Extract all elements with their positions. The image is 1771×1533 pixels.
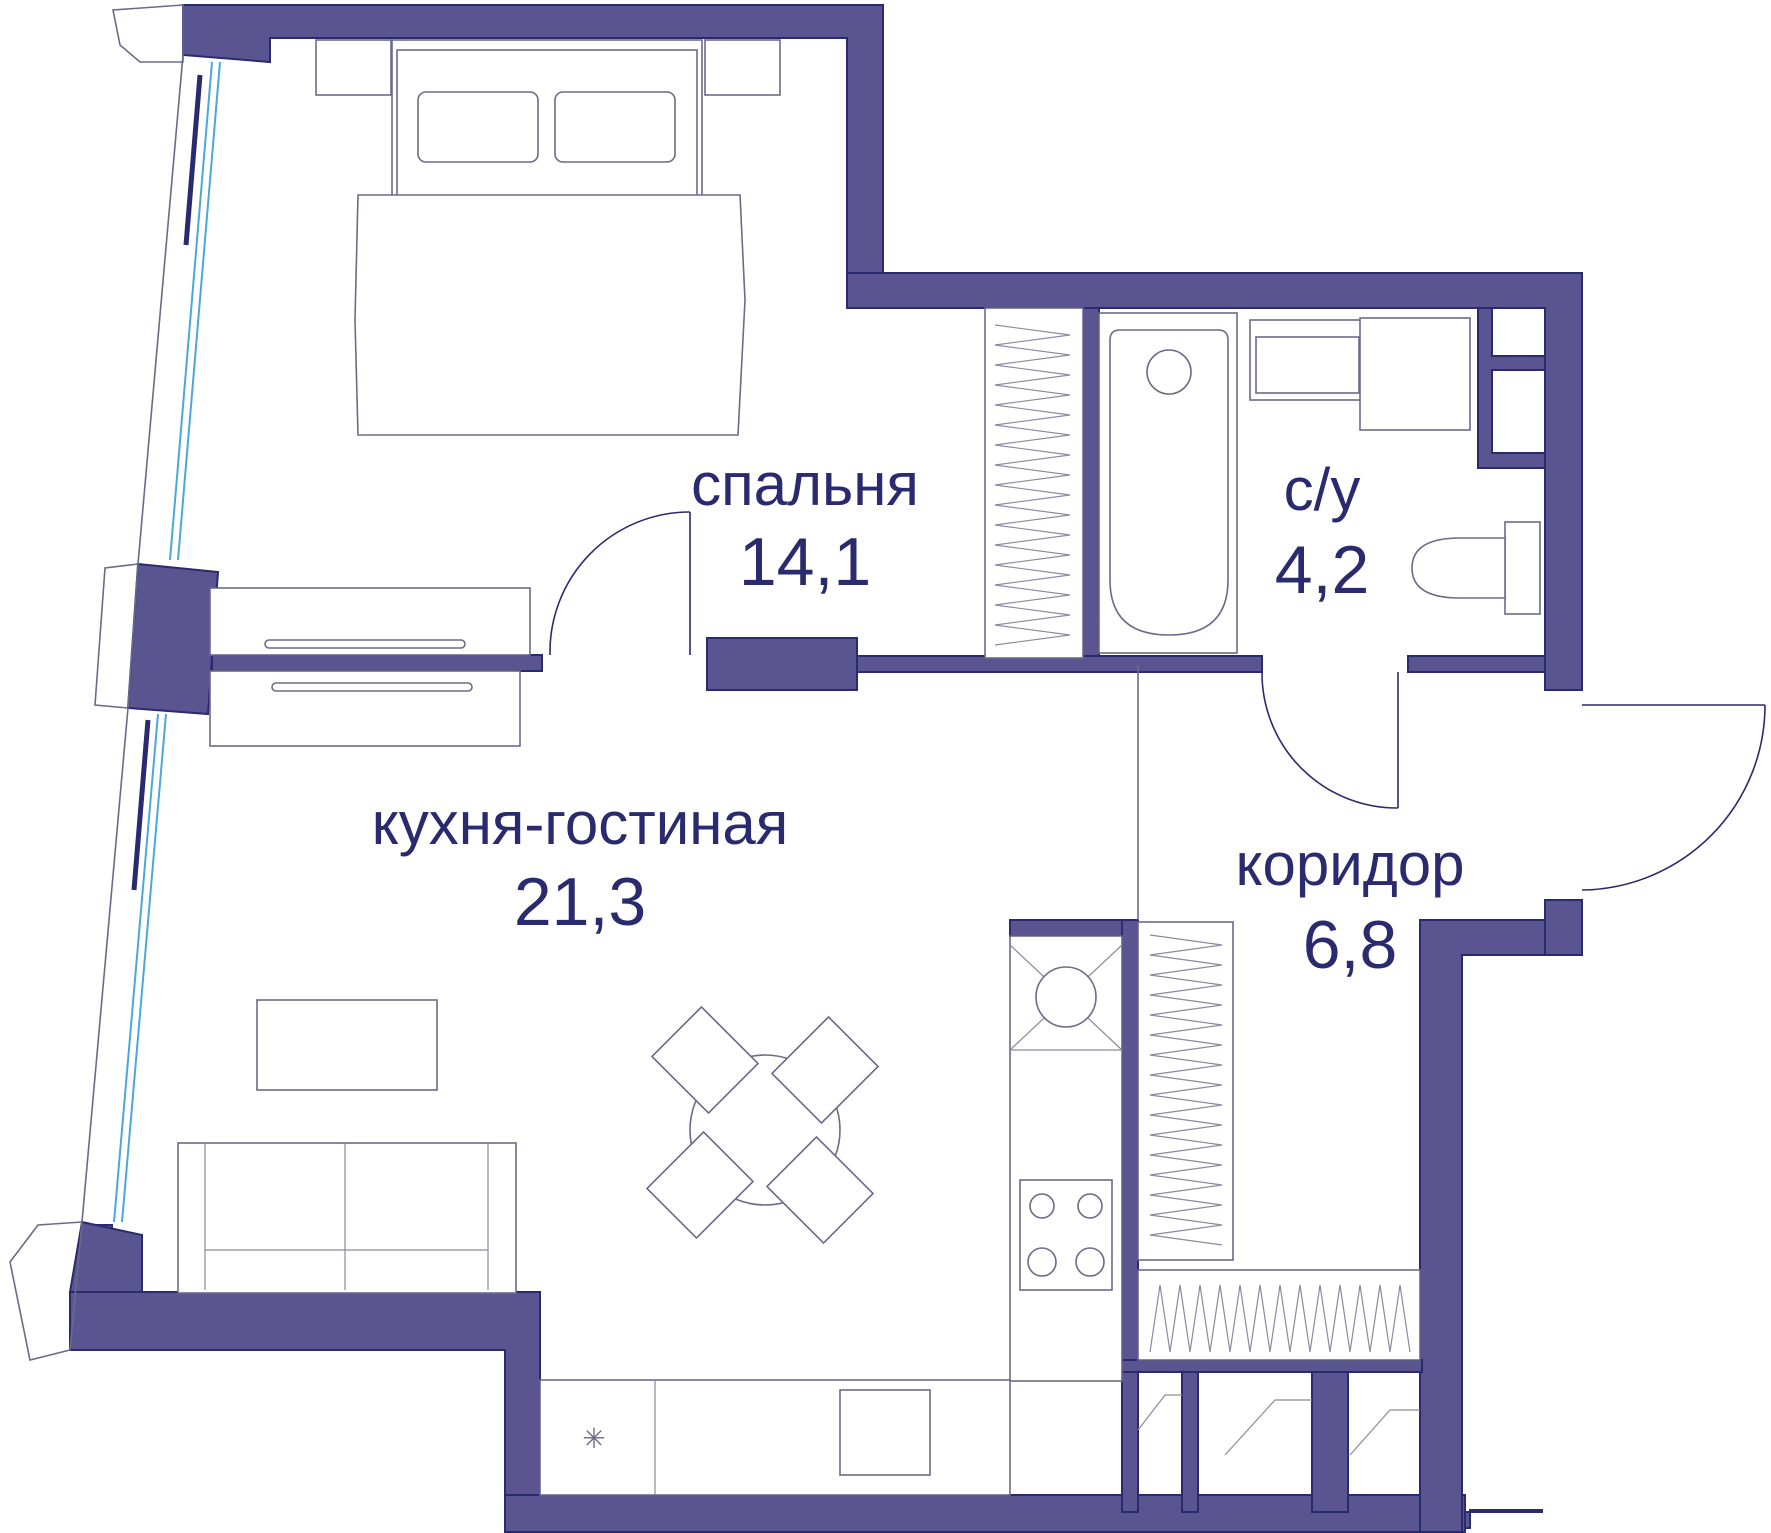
chair-2 (770, 1015, 880, 1125)
label-bedroom: спальня 14,1 (691, 451, 919, 600)
corridor-wardrobe (1137, 921, 1234, 1261)
room-area-bathroom: 4,2 (1275, 532, 1370, 608)
living-furniture: ✳ (177, 587, 1123, 1496)
room-name-bedroom: спальня (691, 451, 919, 518)
svg-text:✳: ✳ (582, 1422, 605, 1455)
entrance-door[interactable] (1581, 704, 1766, 891)
wall-column-center (706, 637, 858, 691)
nightstand-left (315, 39, 392, 96)
wall-bath-corridor (1407, 655, 1546, 673)
bedroom-door[interactable] (549, 511, 691, 656)
wall-kitchen-top-bar (1009, 919, 1123, 937)
pillow-left (417, 91, 539, 163)
chair-3 (645, 1130, 755, 1240)
wall-storage-div1 (1121, 1371, 1139, 1513)
label-corridor: коридор 6,8 (1236, 831, 1465, 983)
room-name-kitchen-living: кухня-гостиная (372, 790, 788, 857)
wall-top-bath (846, 272, 1583, 691)
kitchen-sink (839, 1389, 931, 1476)
nightstand-right (704, 39, 781, 96)
label-bathroom: с/у 4,2 (1275, 456, 1370, 608)
wall-right-corridor (1419, 919, 1583, 1533)
coffee-table (256, 999, 438, 1091)
wall-closet-bath (1082, 307, 1100, 659)
wall-door-jamb (1544, 899, 1583, 956)
windows (9, 4, 221, 1361)
window-bedroom (169, 61, 213, 561)
chair-4 (765, 1135, 875, 1245)
room-area-bedroom: 14,1 (739, 524, 871, 600)
wall-bath-niche (1477, 307, 1546, 469)
corridor-wardrobe-bottom (1137, 1269, 1421, 1361)
chair-1 (650, 1005, 760, 1115)
wall-bottom (69, 1291, 541, 1496)
bathtub-inner (1109, 329, 1229, 636)
toilet-tank (1504, 521, 1541, 615)
wall-column-left (126, 562, 220, 716)
corridor-furniture (1137, 665, 1766, 1456)
wall-bedroom-partition-left (211, 654, 543, 672)
toilet (1411, 537, 1506, 599)
extractor (1035, 966, 1097, 1028)
sofa (177, 1142, 517, 1294)
room-name-corridor: коридор (1236, 831, 1465, 898)
window-living (113, 713, 159, 1223)
bedroom-furniture (315, 39, 1084, 659)
bathroom-door[interactable] (1261, 671, 1399, 809)
wardrobe-hatch (994, 324, 1071, 646)
wall-kitchen-corridor (1121, 919, 1139, 1361)
wall-top-bedroom (182, 4, 884, 286)
pillow-right (554, 91, 676, 163)
room-name-bathroom: с/у (1284, 456, 1361, 523)
walls (68, 4, 1583, 1533)
wall-storage-top (1121, 1359, 1423, 1373)
kitchen-counter-bottom (539, 1379, 1011, 1496)
label-kitchen-living: кухня-гостиная 21,3 (372, 790, 788, 940)
wall-storage-div2 (1181, 1371, 1199, 1513)
wall-storage-div3 (1311, 1371, 1349, 1513)
wall-corner-bottom-left (68, 1220, 143, 1293)
room-area-kitchen-living: 21,3 (514, 864, 646, 940)
room-area-corridor: 6,8 (1303, 907, 1398, 983)
bathroom-fixtures (1098, 312, 1541, 809)
blanket (354, 194, 746, 436)
